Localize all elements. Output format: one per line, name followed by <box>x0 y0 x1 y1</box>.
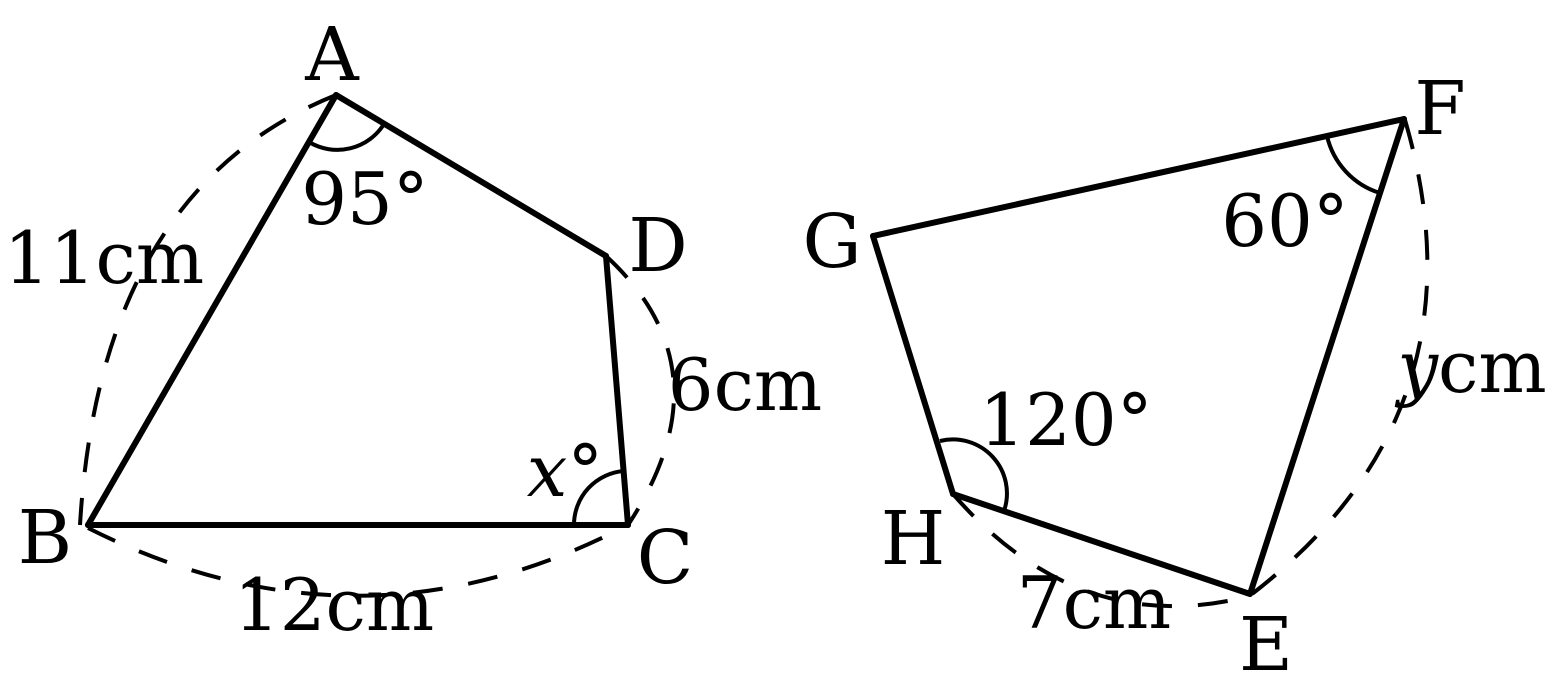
vertex-label-c: C <box>637 515 694 601</box>
side-cd <box>603 253 631 528</box>
angle-arc-a <box>307 122 386 152</box>
vertex-label-a: A <box>304 12 360 98</box>
angle-arc-f <box>1325 135 1381 195</box>
dashed-arc-dc <box>604 254 676 527</box>
quadrilateral-abcd: A B C D 95° x° 11cm 12cm 6cm <box>4 12 822 647</box>
angle-label-f: 60° <box>1221 179 1349 263</box>
side-da <box>333 92 609 259</box>
side-eh <box>950 491 1253 597</box>
angle-arc-c <box>571 469 625 526</box>
vertex-label-e: E <box>1239 602 1293 688</box>
side-label-bc: 12cm <box>234 563 434 647</box>
side-gf <box>870 116 1407 239</box>
dashed-arc-bc <box>87 523 629 598</box>
vertex-label-f: F <box>1414 66 1465 152</box>
side-hg <box>870 233 956 497</box>
vertex-label-b: B <box>18 495 72 581</box>
quadrilateral-efgh: E F G H 60° 120° 7cm ycm <box>802 66 1546 688</box>
vertex-label-g: G <box>802 199 861 285</box>
side-label-cd: 6cm <box>668 343 822 427</box>
side-label-fe: ycm <box>1394 325 1546 409</box>
side-ab <box>85 92 339 528</box>
side-label-he: 7cm <box>1017 561 1171 645</box>
side-label-ab: 11cm <box>4 216 204 300</box>
angle-label-a: 95° <box>301 157 429 241</box>
vertex-label-h: H <box>881 496 946 582</box>
vertex-label-d: D <box>628 203 687 289</box>
dashed-arc-ab <box>78 93 337 526</box>
angle-label-c: x° <box>527 429 604 513</box>
dashed-arc-fe <box>1250 119 1430 596</box>
dashed-arc-he <box>951 492 1251 609</box>
angle-arc-h <box>939 437 1009 512</box>
angle-label-h: 120° <box>979 378 1152 462</box>
side-fe <box>1247 116 1407 597</box>
